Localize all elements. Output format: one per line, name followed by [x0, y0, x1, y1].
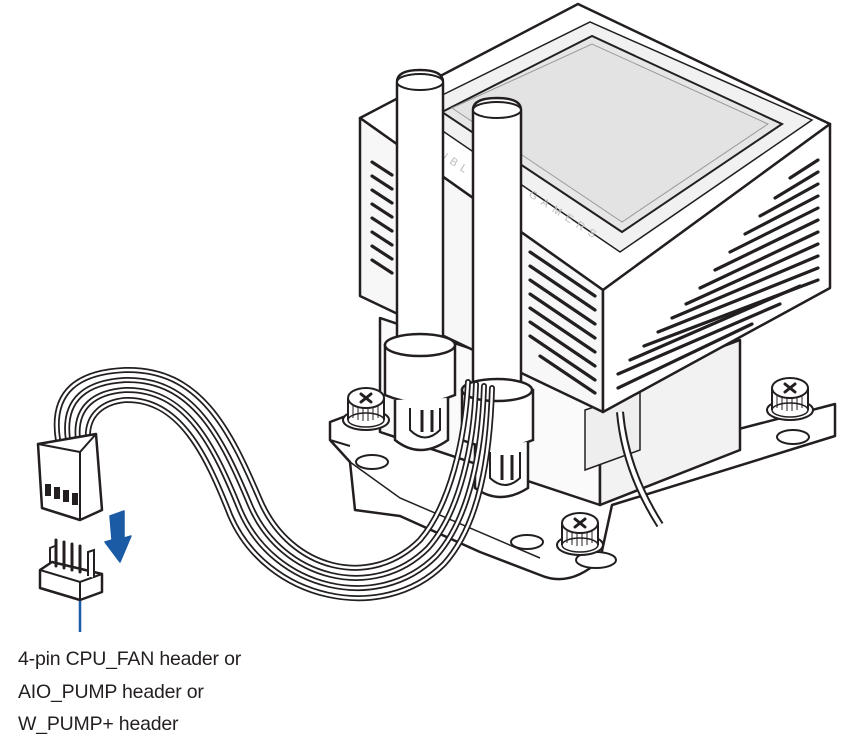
- hose-fitting-left: [383, 332, 457, 452]
- fan-cable-connector: [36, 432, 104, 522]
- down-arrow-icon: [104, 510, 132, 563]
- screw-cross-icon: [765, 376, 815, 422]
- motherboard-fan-header: [38, 538, 104, 632]
- fan-cable: [53, 366, 495, 602]
- left-vent-slots: [370, 160, 597, 395]
- caption-line-2: AIO_PUMP header or: [18, 681, 204, 703]
- screw-cross-icon: [341, 386, 391, 432]
- screw-cross-icon: [555, 511, 605, 557]
- caption-line-1: 4-pin CPU_FAN header or: [18, 648, 242, 670]
- liquid-hoses: [395, 68, 523, 392]
- right-vent-slots: [616, 158, 820, 390]
- caption-line-3: W_PUMP+ header: [18, 713, 179, 735]
